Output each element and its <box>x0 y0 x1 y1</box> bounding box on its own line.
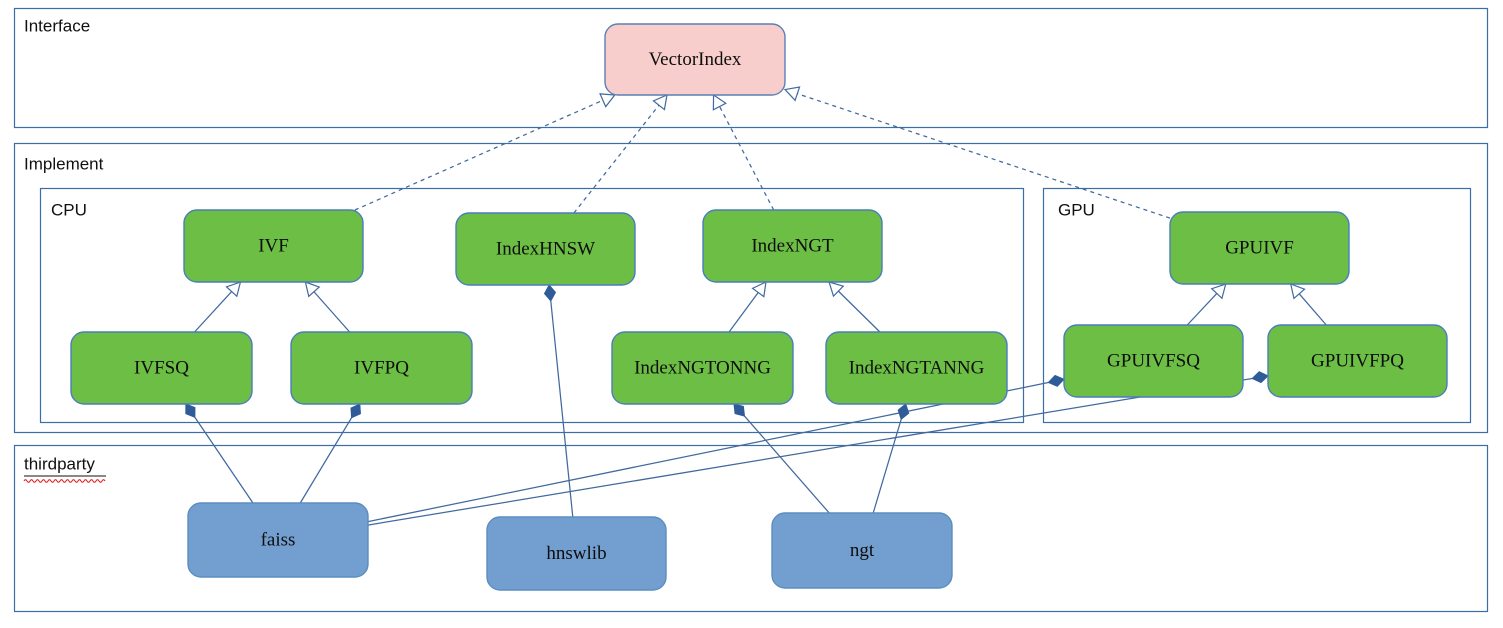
container-label-thirdparty: thirdparty <box>24 454 95 473</box>
node-label-indexngtanng: IndexNGTANNG <box>849 357 985 378</box>
edge-ivfsq-to-ivf <box>194 281 242 333</box>
node-ivf[interactable]: IVF <box>183 209 364 283</box>
node-label-indexngt: IndexNGT <box>751 235 834 256</box>
node-indexngt[interactable]: IndexNGT <box>702 209 883 283</box>
generalization-arrow-icon <box>1289 283 1306 300</box>
generalization-arrow-icon <box>1210 283 1227 300</box>
node-label-ivfsq: IVFSQ <box>134 357 189 378</box>
generalization-arrow-icon <box>828 281 845 298</box>
edge-line <box>728 292 759 333</box>
edge-faiss-to-ivfpq <box>299 403 361 504</box>
node-indexngtanng[interactable]: IndexNGTANNG <box>825 331 1008 405</box>
edge-indexngtonng-to-indexngt <box>728 280 767 333</box>
edge-line <box>550 300 574 518</box>
edge-indexngt-to-vectorindex <box>712 93 775 211</box>
edge-line <box>719 106 775 211</box>
composition-diamond-icon <box>733 403 746 417</box>
node-gpuivfsq[interactable]: GPUIVFSQ <box>1063 324 1244 398</box>
composition-diamond-icon <box>1047 374 1065 387</box>
edge-line <box>367 381 1049 523</box>
node-label-gpuivfsq: GPUIVFSQ <box>1107 350 1200 371</box>
composition-diamond-icon <box>350 403 361 419</box>
node-hnswlib[interactable]: hnswlib <box>486 516 667 591</box>
edge-line <box>1186 293 1218 326</box>
edge-ivf-to-vectorindex <box>354 93 616 211</box>
node-label-gpuivf: GPUIVF <box>1225 237 1294 258</box>
spellcheck-squiggle <box>23 479 106 483</box>
edge-hnswlib-to-indexhnsw <box>543 284 574 518</box>
node-gpuivf[interactable]: GPUIVF <box>1169 211 1350 285</box>
node-label-ivfpq: IVFPQ <box>354 357 409 378</box>
node-indexhnsw[interactable]: IndexHNSW <box>455 212 636 286</box>
node-label-ivf: IVF <box>258 235 289 256</box>
edge-line <box>354 99 604 211</box>
node-indexngtonng[interactable]: IndexNGTONNG <box>611 331 794 405</box>
edge-line <box>797 93 1171 219</box>
edge-line <box>573 104 660 214</box>
edge-line <box>872 419 902 514</box>
node-gpuivfpq[interactable]: GPUIVFPQ <box>1267 324 1448 398</box>
composition-diamond-icon <box>1251 371 1269 384</box>
edge-line <box>837 290 881 333</box>
edge-gpuivf-to-vectorindex <box>783 86 1171 219</box>
composition-diamond-icon <box>185 403 196 418</box>
edge-line <box>367 377 1253 526</box>
node-label-vectorindex: VectorIndex <box>649 49 742 70</box>
edge-indexhnsw-to-vectorindex <box>573 94 668 214</box>
edge-ivfpq-to-ivf <box>304 281 351 333</box>
node-label-indexhnsw: IndexHNSW <box>496 238 595 259</box>
composition-diamond-icon <box>543 284 557 302</box>
container-label-gpu: GPU <box>1058 200 1095 219</box>
node-label-ngt: ngt <box>850 540 875 561</box>
edge-gpuivfsq-to-gpuivf <box>1186 283 1227 326</box>
edge-line <box>1298 293 1327 326</box>
node-label-hnswlib: hnswlib <box>546 543 606 564</box>
composition-diamond-icon <box>897 403 910 421</box>
node-ivfsq[interactable]: IVFSQ <box>70 331 253 405</box>
generalization-arrow-icon <box>783 86 801 102</box>
edge-layer <box>185 86 1327 526</box>
node-faiss[interactable]: faiss <box>187 502 369 578</box>
edge-line <box>744 415 830 514</box>
node-ngt[interactable]: ngt <box>771 512 953 589</box>
container-label-cpu: CPU <box>51 200 87 219</box>
node-label-gpuivfpq: GPUIVFPQ <box>1311 350 1404 371</box>
edge-ngt-to-indexngtonng <box>733 403 830 514</box>
edge-line <box>313 291 351 333</box>
container-label-implement: Implement <box>24 154 104 173</box>
generalization-arrow-icon <box>599 93 616 108</box>
node-label-faiss: faiss <box>261 529 296 550</box>
generalization-arrow-icon <box>751 280 767 298</box>
container-label-interface: Interface <box>24 16 90 35</box>
generalization-arrow-icon <box>304 281 321 298</box>
edge-line <box>194 416 254 504</box>
generalization-arrow-icon <box>712 93 727 111</box>
edge-gpuivfpq-to-gpuivf <box>1289 283 1327 326</box>
edge-indexngtanng-to-indexngt <box>828 281 881 333</box>
node-vectorindex[interactable]: VectorIndex <box>604 23 786 96</box>
edge-line <box>194 291 233 333</box>
edge-faiss-to-ivfsq <box>185 403 254 504</box>
generalization-arrow-icon <box>652 94 668 111</box>
edge-faiss-to-gpuivfpq <box>367 371 1269 526</box>
node-label-indexngtonng: IndexNGTONNG <box>634 357 771 378</box>
edge-faiss-to-gpuivfsq <box>367 374 1065 523</box>
generalization-arrow-icon <box>225 281 242 298</box>
edge-ngt-to-indexngtanng <box>872 403 910 514</box>
edge-line <box>299 417 353 504</box>
node-ivfpq[interactable]: IVFPQ <box>290 331 473 405</box>
